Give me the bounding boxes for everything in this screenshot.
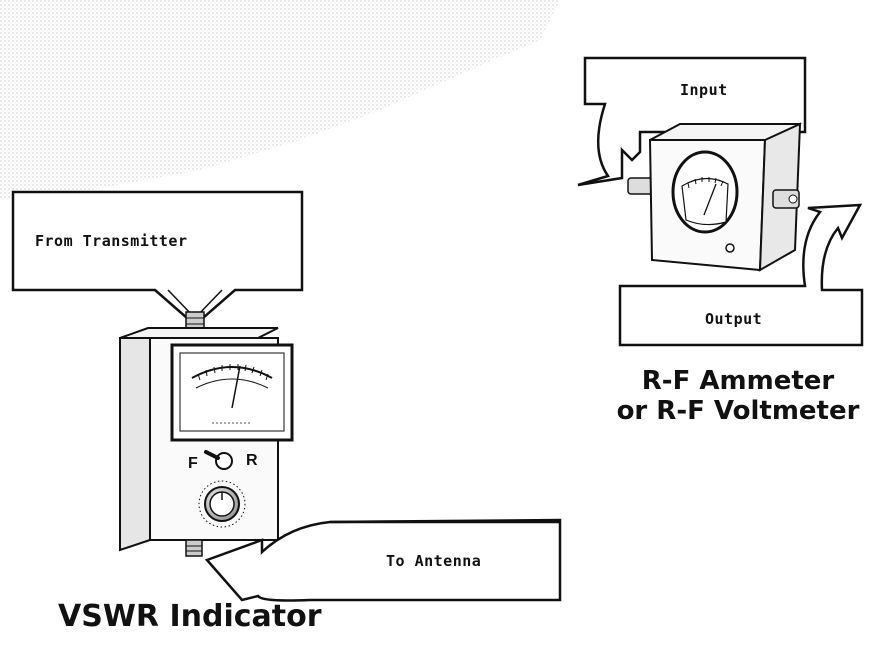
ammeter-title-line1: R-F Ammeter xyxy=(588,367,888,397)
input-label: Input xyxy=(680,81,728,99)
from-transmitter-label: From Transmitter xyxy=(35,232,188,250)
vswr-indicator-device: F R xyxy=(120,312,292,556)
background-stipple xyxy=(0,0,560,200)
output-label: Output xyxy=(705,310,762,328)
rf-ammeter-device xyxy=(628,124,800,270)
vswr-indicator-title: VSWR Indicator xyxy=(58,600,322,635)
ammeter-title-line2: or R-F Voltmeter xyxy=(588,397,888,427)
from-transmitter-arrow: From Transmitter xyxy=(13,192,302,325)
fr-switch-knob xyxy=(216,453,232,469)
switch-label-f: F xyxy=(188,455,198,472)
ammeter-title: R-F Ammeter or R-F Voltmeter xyxy=(588,367,888,427)
to-antenna-label: To Antenna xyxy=(386,552,481,570)
switch-label-r: R xyxy=(246,452,258,469)
